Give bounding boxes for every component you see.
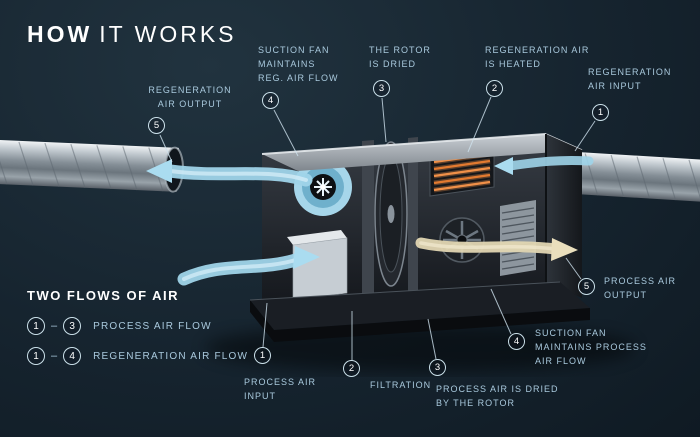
callout-label-process-dried: PROCESS AIR IS DRIED BY THE ROTOR [436,383,559,411]
callout-label-process-air-input: PROCESS AIR INPUT [244,376,316,404]
rotor-partition-right [408,137,418,298]
label-line: REGENERATION AIR [485,45,590,55]
label-line: REGENERATION [588,67,672,77]
callout-number-suction-fan-process: 4 [508,333,525,350]
label-line: PROCESS AIR [244,377,317,387]
label-line: IS DRIED [369,58,417,69]
process-output-arrow [415,237,578,261]
unit-base [249,281,590,342]
airflow-arrows [146,155,594,286]
callout-number-process-air-output: 5 [578,278,595,295]
label-line: BY THE ROTOR [436,397,516,408]
label-line: AIR FLOW [535,355,587,366]
legend-number-to: 3 [63,317,82,335]
callout-number-rotor-dried: 3 [373,80,390,97]
legend-label-regeneration-flow: REGENERATION AIR FLOW [93,350,249,362]
label-line: AIR OUTPUT [157,98,223,109]
legend-number-from: 1 [27,317,45,335]
unit-top-panel [262,134,582,171]
legend-label-process-flow: PROCESS AIR FLOW [93,320,212,332]
label-line: REG. AIR FLOW [258,72,339,83]
callout-label-suction-fan-process: SUCTION FAN MAINTAINS PROCESS AIR FLOW [535,327,647,369]
legend-range-dash: – [51,350,58,362]
label-line: INPUT [244,390,276,401]
callout-label-regeneration-air-output: REGENERATION AIR OUTPUT [138,84,242,112]
callout-number-regeneration-air-input: 1 [592,104,609,121]
regeneration-input-arrow [494,155,594,175]
callout-number-process-dried: 3 [429,359,446,376]
process-input-arrow [177,246,320,286]
callout-label-process-air-output: PROCESS AIR OUTPUT [604,275,676,303]
callout-number-regeneration-air-output: 5 [148,117,165,134]
label-line: PROCESS AIR [604,276,677,286]
page-title-emphasis: HOW [27,21,93,47]
callout-label-rotor-dried: THE ROTOR IS DRIED [369,44,431,72]
label-line: SUCTION FAN [258,45,330,55]
legend-row-regeneration-flow: 1 – 4 REGENERATION AIR FLOW [27,347,248,365]
legend-row-process-flow: 1 – 3 PROCESS AIR FLOW [27,317,212,335]
outlet-grille [500,200,536,276]
regeneration-fan [294,158,352,216]
label-line: THE ROTOR [369,45,431,55]
label-line: AIR INPUT [588,80,642,91]
rotor-partition-left [362,140,374,302]
desiccant-rotor [374,141,408,287]
callout-label-suction-fan-reg: SUCTION FAN MAINTAINS REG. AIR FLOW [258,44,339,86]
label-line: SUCTION FAN [535,328,607,338]
regeneration-output-arrow [146,159,313,187]
label-line: IS HEATED [485,58,541,69]
label-line: MAINTAINS [258,58,316,69]
callout-number-regeneration-heated: 2 [486,80,503,97]
legend-number-to: 4 [63,347,82,365]
legend-number-from: 1 [27,347,45,365]
page-title-rest: IT WORKS [99,21,237,47]
callout-number-filtration: 2 [343,360,360,377]
label-line: OUTPUT [604,289,647,300]
label-line: REGENERATION [148,85,232,95]
legend-range-dash: – [51,320,58,332]
callout-label-filtration: FILTRATION [370,379,431,393]
callout-label-regeneration-air-input: REGENERATION AIR INPUT [588,66,671,94]
callout-number-suction-fan-reg: 4 [262,92,279,109]
label-line: MAINTAINS PROCESS [535,341,647,352]
label-line: FILTRATION [370,380,432,390]
dehumidifier-unit [249,133,590,342]
callout-label-regeneration-heated: REGENERATION AIR IS HEATED [485,44,589,72]
callout-number-process-air-input: 1 [254,347,271,364]
callout-leader-lines [159,96,596,360]
legend-title: TWO FLOWS OF AIR [27,288,180,303]
label-line: PROCESS AIR IS DRIED [436,384,559,394]
